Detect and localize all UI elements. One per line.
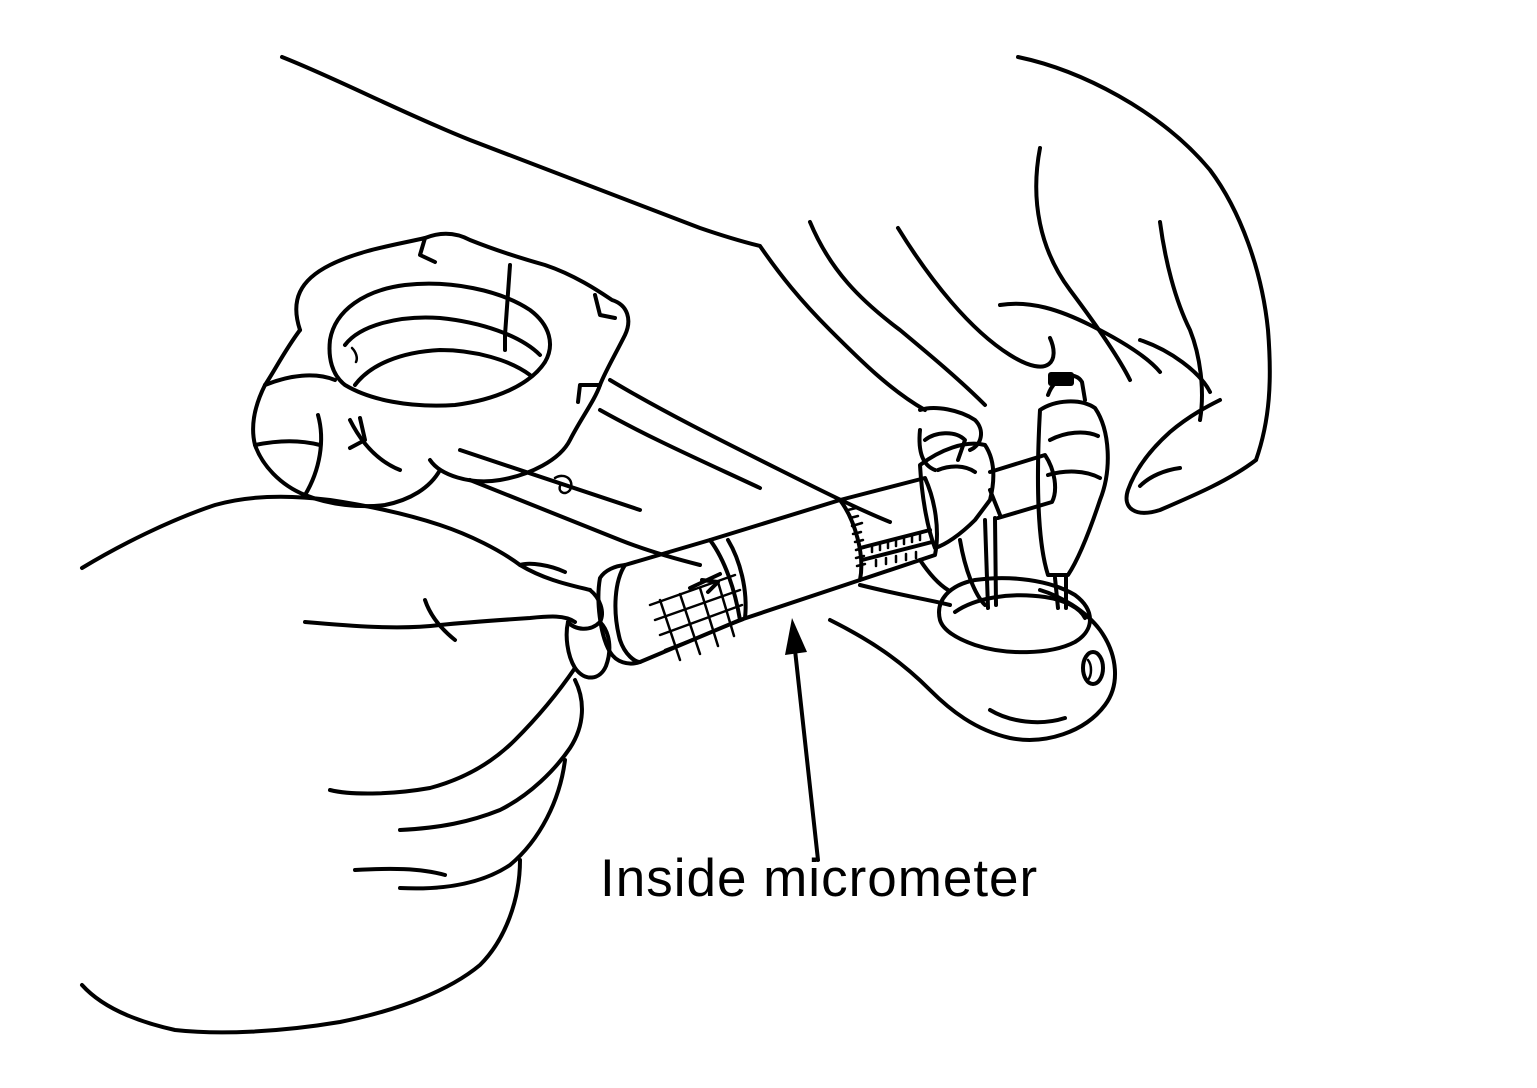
left-hand xyxy=(80,494,612,1035)
knurl-pattern xyxy=(648,573,745,662)
right-hand xyxy=(280,55,1272,515)
callout-label: Inside micrometer xyxy=(600,849,1039,908)
sleeve-scale xyxy=(870,532,922,568)
callout-arrow xyxy=(785,618,820,862)
inside-micrometer xyxy=(596,372,1110,666)
connecting-rod xyxy=(251,231,1117,742)
